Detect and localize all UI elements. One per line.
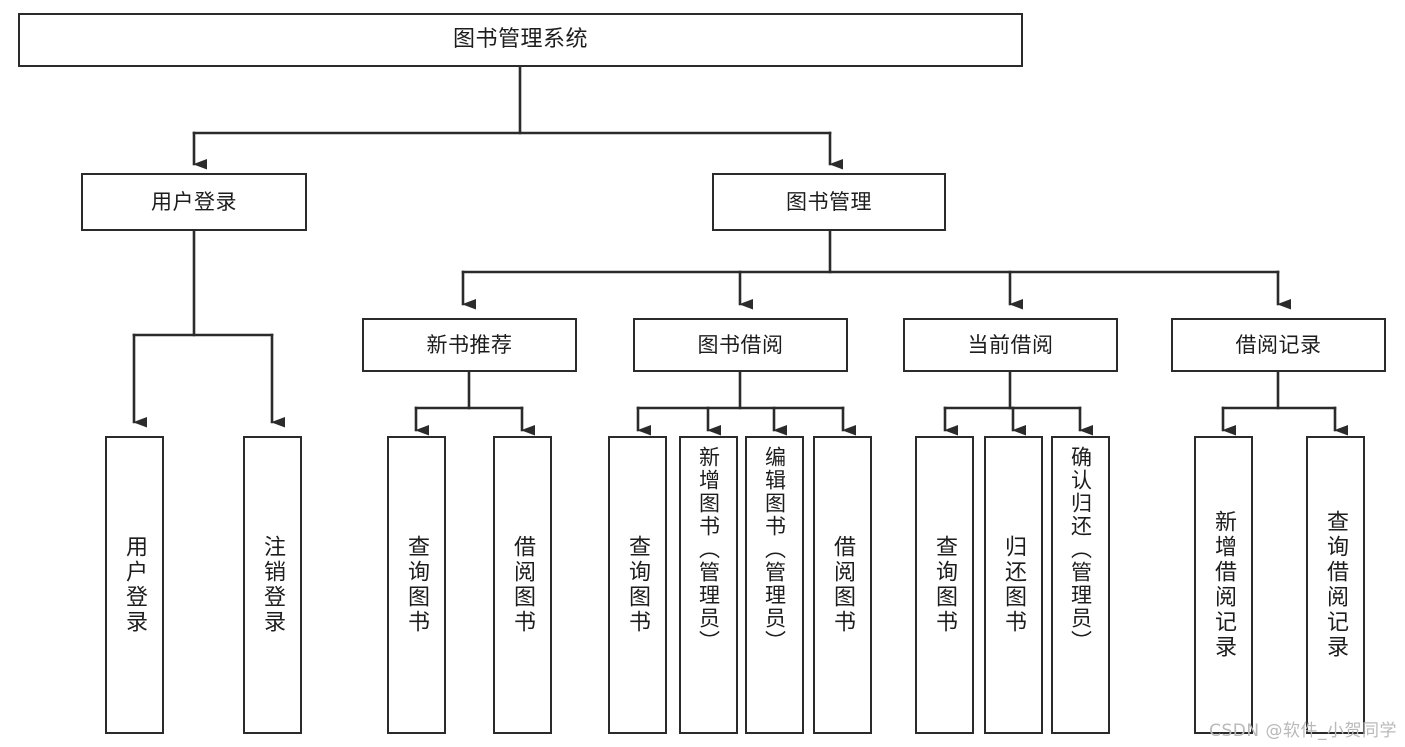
node-leaf-logout-login[interactable]: 注销登录: [243, 436, 302, 734]
node-label: 新增借阅记录: [1211, 510, 1237, 660]
node-label: 注销登录: [260, 535, 286, 635]
node-label: 用户登录: [122, 535, 148, 635]
node-leaf-return-book[interactable]: 归还图书: [984, 436, 1043, 734]
node-label: 新增图书（管理员）: [696, 446, 721, 653]
node-current-borrow[interactable]: 当前借阅: [903, 318, 1118, 372]
node-label: 图书借阅: [697, 332, 784, 357]
node-label: 查询借阅记录: [1323, 510, 1349, 660]
node-leaf-query-book-2[interactable]: 查询图书: [608, 436, 667, 734]
node-label: 图书管理系统: [452, 27, 588, 53]
node-leaf-user-login[interactable]: 用户登录: [105, 436, 164, 734]
node-label: 借阅图书: [510, 535, 536, 635]
node-leaf-query-book-3[interactable]: 查询图书: [915, 436, 974, 734]
node-label: 借阅图书: [830, 535, 856, 635]
node-user-login[interactable]: 用户登录: [81, 173, 307, 231]
node-label: 编辑图书（管理员）: [762, 446, 787, 653]
node-leaf-query-record[interactable]: 查询借阅记录: [1306, 436, 1365, 734]
node-book-management[interactable]: 图书管理: [712, 173, 946, 231]
node-leaf-query-book-1[interactable]: 查询图书: [387, 436, 446, 734]
node-leaf-edit-book[interactable]: 编辑图书（管理员）: [745, 436, 804, 734]
node-label: 查询图书: [404, 535, 430, 635]
node-label: 借阅记录: [1235, 332, 1322, 357]
node-leaf-borrow-book-2[interactable]: 借阅图书: [813, 436, 872, 734]
node-label: 归还图书: [1001, 535, 1027, 635]
node-root-system[interactable]: 图书管理系统: [18, 13, 1023, 67]
csdn-watermark: CSDN @软件_小贺同学: [1209, 721, 1397, 741]
node-label: 查询图书: [932, 535, 958, 635]
node-label: 确认归还（管理员）: [1068, 446, 1093, 653]
node-leaf-add-book[interactable]: 新增图书（管理员）: [679, 436, 738, 734]
node-book-borrow[interactable]: 图书借阅: [633, 318, 848, 372]
node-label: 用户登录: [151, 189, 237, 214]
node-label: 新书推荐: [426, 332, 513, 357]
node-leaf-confirm-return[interactable]: 确认归还（管理员）: [1051, 436, 1110, 734]
node-label: 图书管理: [786, 189, 872, 214]
node-leaf-borrow-book-1[interactable]: 借阅图书: [493, 436, 552, 734]
node-label: 查询图书: [625, 535, 651, 635]
node-leaf-add-record[interactable]: 新增借阅记录: [1194, 436, 1253, 734]
node-label: 当前借阅: [967, 332, 1054, 357]
node-borrow-record[interactable]: 借阅记录: [1171, 318, 1386, 372]
node-new-book-recommend[interactable]: 新书推荐: [362, 318, 577, 372]
